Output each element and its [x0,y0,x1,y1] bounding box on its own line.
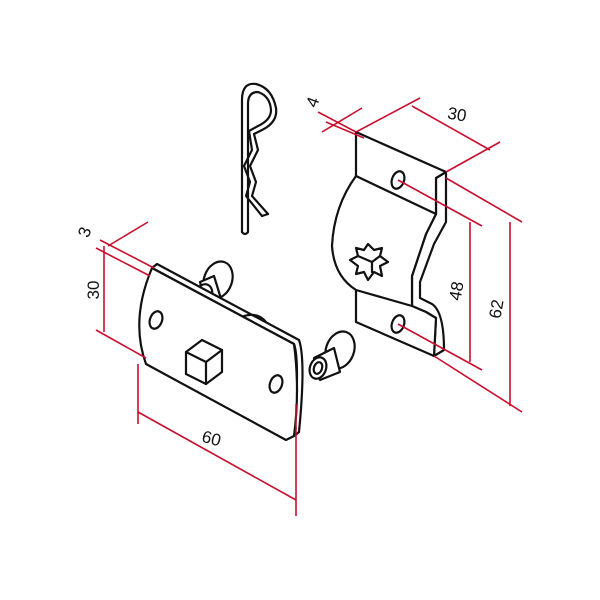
r-clip [240,82,278,236]
dimension-bracket-thickness: 4 [302,94,365,139]
dimension-plate-length: 60 [137,364,297,516]
plate-hole-left [148,310,164,330]
dimension-plate-thickness: 3 [74,221,155,277]
dimension-bracket-hole-spacing: 48 [397,179,483,371]
svg-text:30: 30 [446,104,468,126]
svg-text:30: 30 [84,281,103,300]
star-hole [348,242,390,282]
dimension-bracket-width: 30 [355,97,501,173]
svg-text:4: 4 [302,94,323,109]
svg-text:48: 48 [446,280,468,302]
dimension-plate-height: 30 [84,246,147,359]
svg-text:60: 60 [200,427,223,450]
hex-stub [184,338,224,386]
svg-text:62: 62 [486,298,508,320]
dimension-bracket-height: 62 [433,177,523,413]
svg-text:3: 3 [74,224,95,239]
plate-hole-right [268,374,284,394]
rivet-pin-loose [308,330,356,382]
base-plate [138,260,304,442]
bracket [330,130,448,358]
